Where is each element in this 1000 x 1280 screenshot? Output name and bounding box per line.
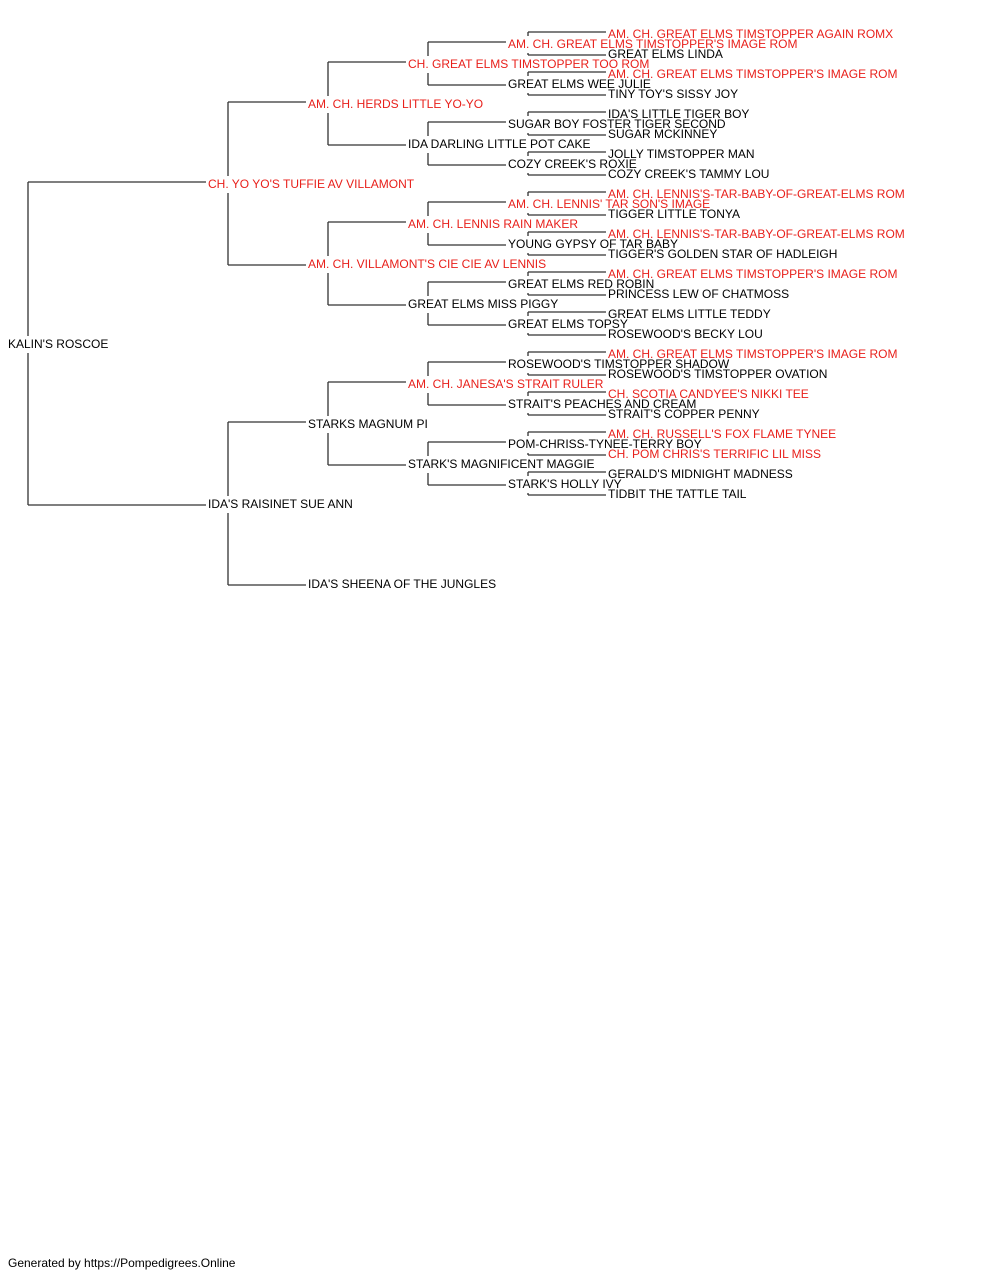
- ancestor-name: ROSEWOOD'S BECKY LOU: [608, 327, 763, 341]
- subject-dog-name: KALIN'S ROSCOE: [8, 337, 109, 351]
- ancestor-name: COZY CREEK'S TAMMY LOU: [608, 167, 770, 181]
- ancestor-name: STARKS MAGNUM PI: [308, 417, 428, 431]
- ancestor-name: TIGGER LITTLE TONYA: [608, 207, 741, 221]
- ancestor-name: AM. CH. LENNIS' TAR SON'S IMAGE: [508, 197, 711, 211]
- ancestor-name: AM. CH. LENNIS'S-TAR-BABY-OF-GREAT-ELMS …: [608, 227, 905, 241]
- ancestor-name: AM. CH. GREAT ELMS TIMSTOPPER AGAIN ROMX: [608, 27, 894, 41]
- ancestor-name: AM. CH. JANESA'S STRAIT RULER: [408, 377, 604, 391]
- ancestor-name: AM. CH. GREAT ELMS TIMSTOPPER'S IMAGE RO…: [608, 267, 898, 281]
- ancestor-name: TINY TOY'S SISSY JOY: [608, 87, 739, 101]
- ancestor-name: GREAT ELMS LITTLE TEDDY: [608, 307, 771, 321]
- ancestor-name: AM. CH. LENNIS'S-TAR-BABY-OF-GREAT-ELMS …: [608, 187, 905, 201]
- ancestor-name: AM. CH. GREAT ELMS TIMSTOPPER'S IMAGE RO…: [508, 37, 798, 51]
- ancestor-name: STRAIT'S COPPER PENNY: [608, 407, 760, 421]
- ancestor-name: IDA'S SHEENA OF THE JUNGLES: [308, 577, 497, 591]
- ancestor-name: GERALD'S MIDNIGHT MADNESS: [608, 467, 793, 481]
- ancestor-name: ROSEWOOD'S TIMSTOPPER SHADOW: [508, 357, 730, 371]
- ancestor-name: PRINCESS LEW OF CHATMOSS: [608, 287, 790, 301]
- ancestor-name: SUGAR BOY FOSTER TIGER SECOND: [508, 117, 726, 131]
- ancestor-name: POM-CHRISS-TYNEE-TERRY BOY: [508, 437, 702, 451]
- ancestor-name: AM. CH. RUSSELL'S FOX FLAME TYNEE: [608, 427, 837, 441]
- footer-credit: Generated by https://Pompedigrees.Online: [8, 1256, 236, 1270]
- ancestor-name: AM. CH. VILLAMONT'S CIE CIE AV LENNIS: [308, 257, 547, 271]
- ancestor-name: CH. YO YO'S TUFFIE AV VILLAMONT: [208, 177, 415, 191]
- ancestor-name: GREAT ELMS LINDA: [608, 47, 723, 61]
- ancestor-name: CH. SCOTIA CANDYEE'S NIKKI TEE: [608, 387, 809, 401]
- ancestor-name: GREAT ELMS TOPSY: [508, 317, 628, 331]
- ancestor-name: ROSEWOOD'S TIMSTOPPER OVATION: [608, 367, 828, 381]
- ancestor-name: IDA'S LITTLE TIGER BOY: [608, 107, 750, 121]
- ancestor-name: COZY CREEK'S ROXIE: [508, 157, 637, 171]
- ancestor-name: GREAT ELMS MISS PIGGY: [408, 297, 559, 311]
- ancestor-name: GREAT ELMS WEE JULIE: [508, 77, 651, 91]
- ancestor-name: SUGAR MCKINNEY: [608, 127, 718, 141]
- ancestor-name: IDA'S RAISINET SUE ANN: [208, 497, 353, 511]
- ancestor-name: YOUNG GYPSY OF TAR BABY: [508, 237, 679, 251]
- ancestor-name: TIDBIT THE TATTLE TAIL: [608, 487, 747, 501]
- ancestor-name: AM. CH. GREAT ELMS TIMSTOPPER'S IMAGE RO…: [608, 347, 898, 361]
- ancestor-name: TIGGER'S GOLDEN STAR OF HADLEIGH: [608, 247, 838, 261]
- ancestor-name: IDA DARLING LITTLE POT CAKE: [408, 137, 591, 151]
- ancestor-name: GREAT ELMS RED ROBIN: [508, 277, 655, 291]
- ancestor-name: STARK'S MAGNIFICENT MAGGIE: [408, 457, 595, 471]
- ancestor-name: STRAIT'S PEACHES AND CREAM: [508, 397, 697, 411]
- ancestor-name: AM. CH. HERDS LITTLE YO-YO: [308, 97, 484, 111]
- ancestor-name: CH. GREAT ELMS TIMSTOPPER TOO ROM: [408, 57, 650, 71]
- ancestor-name: CH. POM CHRIS'S TERRIFIC LIL MISS: [608, 447, 821, 461]
- ancestor-name: JOLLY TIMSTOPPER MAN: [608, 147, 755, 161]
- ancestor-name: STARK'S HOLLY IVY: [508, 477, 622, 491]
- ancestor-name: AM. CH. GREAT ELMS TIMSTOPPER'S IMAGE RO…: [608, 67, 898, 81]
- ancestor-name: AM. CH. LENNIS RAIN MAKER: [408, 217, 579, 231]
